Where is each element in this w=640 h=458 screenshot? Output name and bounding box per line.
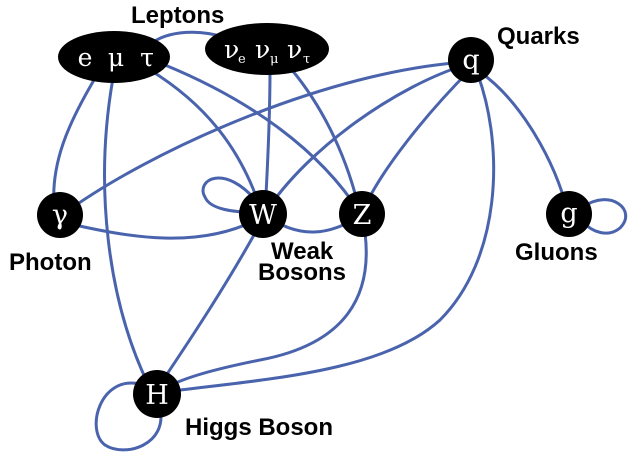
electron-neutrino-subscript: e (238, 52, 246, 67)
gluon-symbol: g (560, 198, 577, 229)
higgs-symbol: H (145, 380, 169, 411)
edge-quarks-z (360, 68, 472, 214)
electron-neutrino-symbol: ν (224, 35, 239, 64)
tau-neutrino-subscript: τ (303, 52, 310, 67)
charged-leptons-node: e μ τ (58, 31, 170, 83)
tau-neutrino-symbol: ν (287, 35, 302, 64)
z-boson-node: Z (339, 191, 385, 237)
edge-z-higgs (156, 214, 368, 395)
w-boson-symbol: W (249, 200, 277, 231)
photon-label: Photon (9, 249, 92, 276)
edge-w-self-loop (201, 176, 260, 215)
muon-neutrino-symbol: ν (255, 35, 270, 64)
leptons-label: Leptons (131, 2, 224, 29)
quarks-label: Quarks (497, 23, 580, 50)
weak-bosons-label-line2: Bosons (258, 259, 346, 286)
electron-symbol: e (78, 43, 93, 72)
photon-symbol: γ (52, 200, 68, 231)
higgs-node: H (133, 370, 181, 418)
edge-quarks-w (263, 63, 466, 214)
gluon-node: g (546, 191, 592, 237)
photon-node: γ (37, 192, 83, 238)
weak-bosons-label-line1: Weak (271, 238, 334, 265)
tau-symbol: τ (140, 43, 154, 72)
edge-higgs-self-loop (94, 381, 163, 452)
edge-leptons-z (164, 63, 362, 214)
edge-leptons-higgs (103, 77, 154, 393)
quark-node: q (448, 37, 494, 83)
quark-symbol: q (462, 45, 479, 76)
w-boson-node: W (239, 190, 287, 238)
muon-neutrino-subscript: μ (270, 52, 278, 67)
gluons-label: Gluons (515, 239, 598, 266)
edge-photon-w (61, 216, 261, 240)
edge-quarks-photon (61, 60, 469, 217)
higgs-boson-label: Higgs Boson (185, 414, 333, 441)
muon-symbol: μ (108, 43, 124, 72)
edge-quarks-higgs (156, 74, 496, 395)
z-boson-symbol: Z (353, 200, 372, 231)
edge-neutrinos-z (290, 69, 362, 214)
edge-w-higgs (153, 214, 267, 393)
neutrinos-node: ν e ν μ ν τ (205, 23, 329, 75)
edge-gluon-self-loop (581, 198, 628, 235)
